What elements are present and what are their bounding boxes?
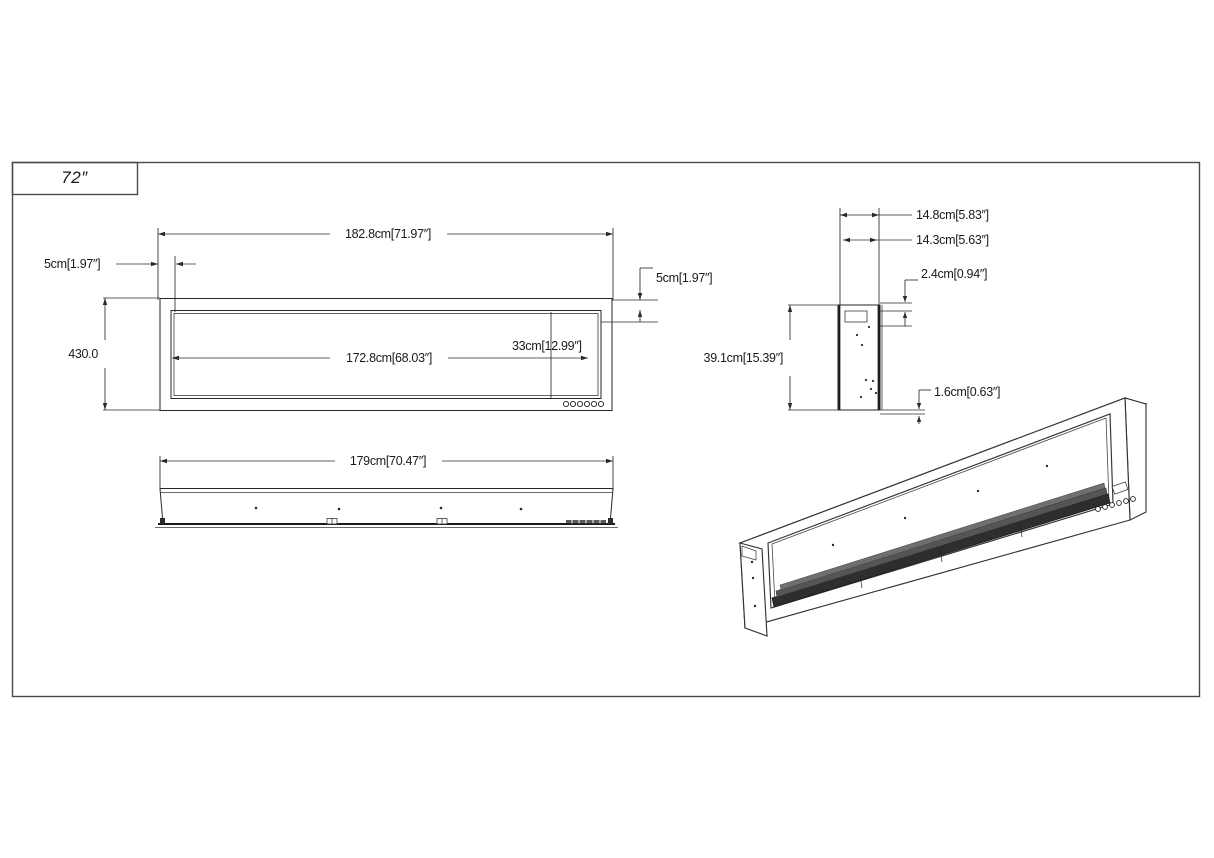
title-block: [11, 161, 139, 196]
side-internal-dots: [855, 325, 878, 399]
dim-label-side-depth-inner: 14.3cm[5.63″]: [916, 233, 989, 247]
front-view: 182.8cm[71.97″] 5cm[1.97″] 5cm[1: [44, 227, 713, 411]
dim-label-front-control-offset: 33cm[12.99″]: [512, 339, 582, 353]
title-block-label-wrap: 72″: [12, 162, 137, 194]
dim-label-side-bottom-flange: 1.6cm[0.63″]: [934, 385, 1000, 399]
dim-label-side-depth-outer: 14.8cm[5.83″]: [916, 208, 989, 222]
dim-label-side-height: 39.1cm[15.39″]: [704, 351, 783, 365]
dim-front-overall-height: 430.0: [68, 297, 160, 411]
dim-front-left-offset: 5cm[1.97″]: [44, 256, 196, 312]
front-control-buttons: [562, 400, 605, 408]
dim-front-overall-width: 182.8cm[71.97″]: [157, 227, 614, 300]
bottom-bracket-tabs: [326, 518, 448, 525]
dim-side-top-flange: 2.4cm[0.94″]: [880, 267, 987, 327]
dim-label-front-right-offset: 5cm[1.97″]: [656, 271, 712, 285]
iso-screw-dots: [750, 464, 1049, 608]
dim-side-depth-outer: 14.8cm[5.83″]: [839, 208, 989, 306]
sheet-border: [11, 161, 1201, 698]
iso-left-bracket: [741, 545, 757, 561]
dim-front-inner-width: 172.8cm[68.03″]: [172, 351, 588, 365]
isometric-view: [738, 397, 1148, 637]
dim-label-front-overall-width: 182.8cm[71.97″]: [345, 227, 431, 241]
dim-front-control-offset: 33cm[12.99″]: [512, 312, 582, 398]
dim-label-bottom-width: 179cm[70.47″]: [350, 454, 426, 468]
dim-side-bottom-flange: 1.6cm[0.63″]: [916, 385, 1000, 424]
title-block-label: 72″: [61, 168, 88, 187]
dim-label-front-overall-height: 430.0: [68, 347, 98, 361]
side-view: 14.8cm[5.83″] 14.3cm[5.63″] 2.4cm[0.94″]: [704, 208, 1000, 424]
bottom-control-buttons: [566, 520, 606, 524]
dim-bottom-width: 179cm[70.47″]: [159, 454, 614, 490]
iso-ember-strip-ticks: [859, 523, 1023, 589]
dim-label-front-left-offset: 5cm[1.97″]: [44, 257, 100, 271]
dim-label-front-inner-width: 172.8cm[68.03″]: [346, 351, 432, 365]
bottom-view: 179cm[70.47″]: [155, 454, 618, 528]
dim-side-height: 39.1cm[15.39″]: [704, 304, 840, 411]
iso-control-buttons: [1095, 481, 1136, 512]
dim-side-depth-inner: 14.3cm[5.63″]: [843, 233, 989, 247]
bottom-mount-dots: [254, 506, 523, 511]
dim-label-side-top-flange: 2.4cm[0.94″]: [921, 267, 987, 281]
dim-front-right-offset: 5cm[1.97″]: [601, 267, 713, 323]
